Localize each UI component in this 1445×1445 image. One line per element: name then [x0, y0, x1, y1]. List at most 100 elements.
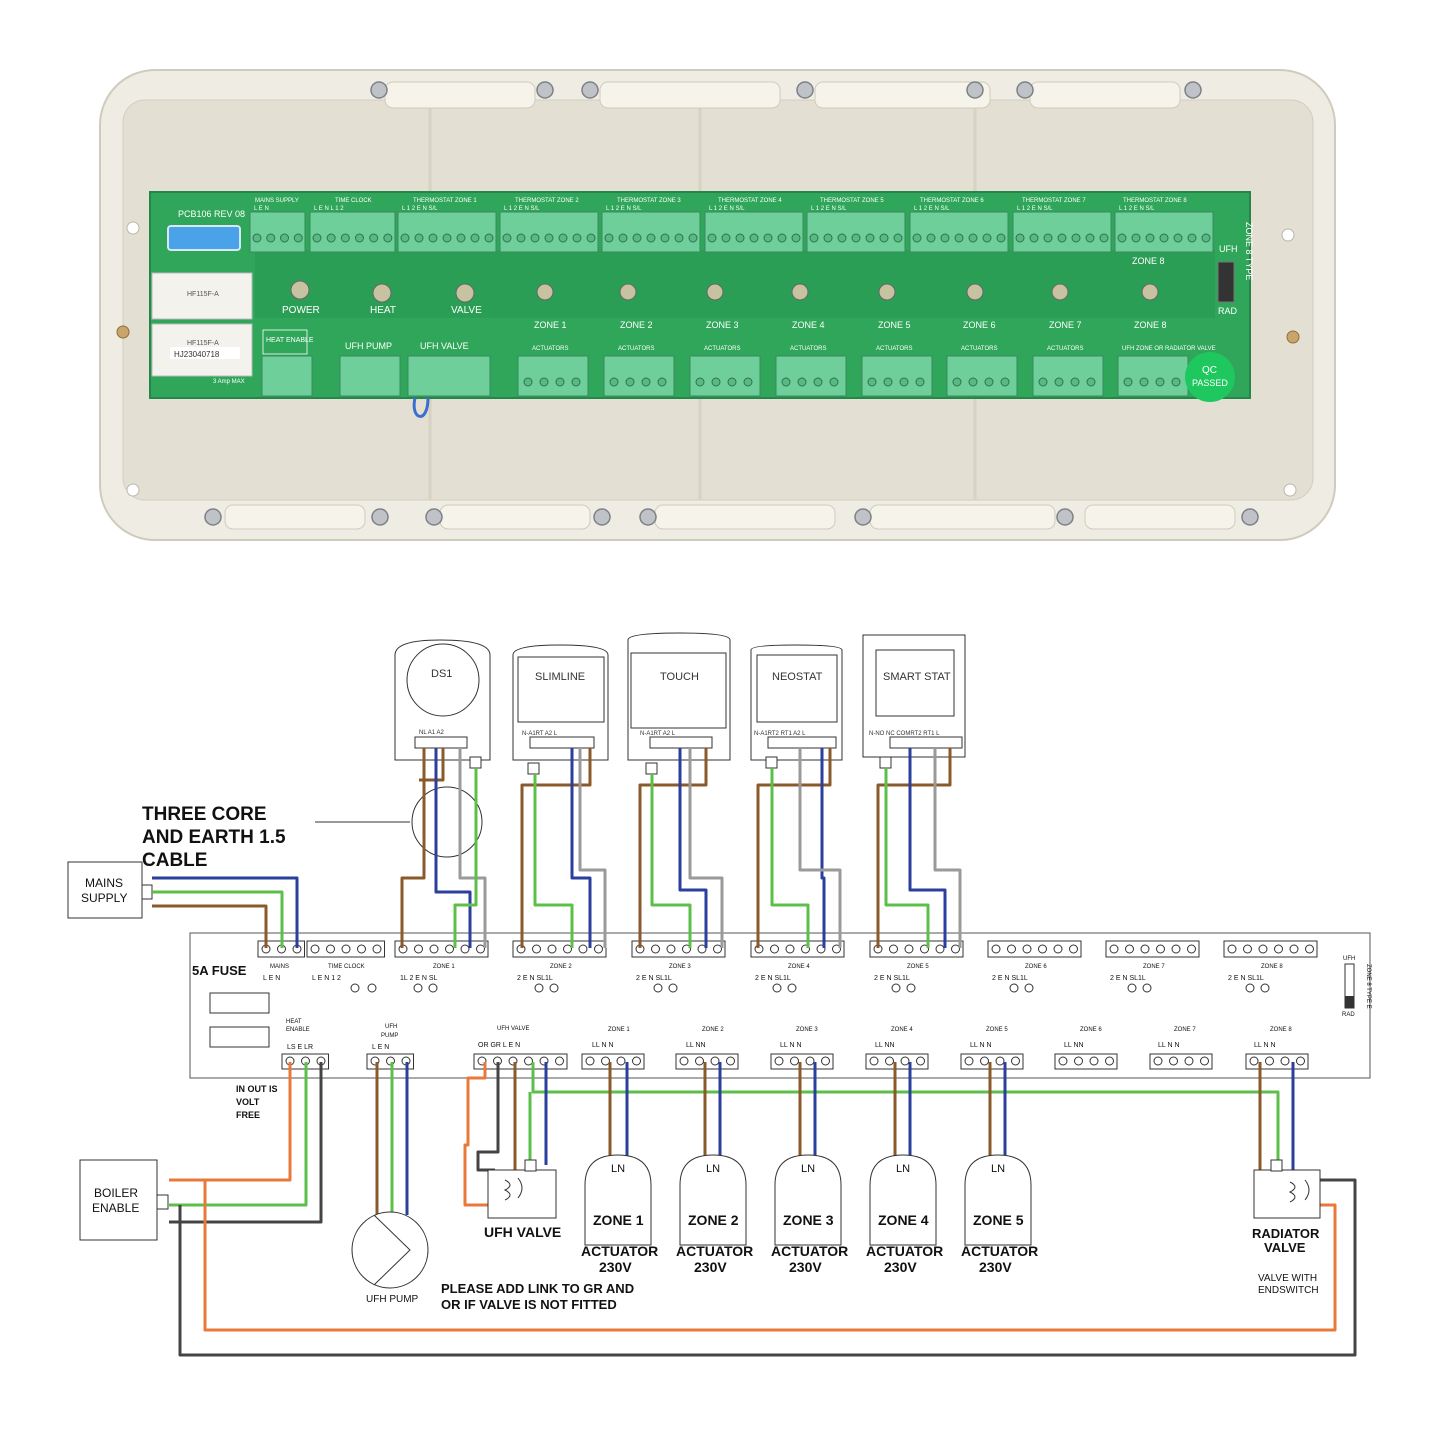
actuator-zone: ZONE 1 — [593, 1212, 644, 1228]
actuator-zone: ZONE 5 — [973, 1212, 1024, 1228]
terminal-screw — [721, 233, 731, 243]
terminal-screw — [781, 377, 791, 387]
top-terminal-pins: L 1 2 E N S/L — [709, 206, 745, 212]
terminal-screw — [530, 233, 540, 243]
act-zone-pins: LL NN — [1064, 1042, 1084, 1049]
actuator-volt: 230V — [789, 1259, 822, 1275]
actuator-zone: ZONE 3 — [783, 1212, 834, 1228]
terminal-screw — [674, 233, 684, 243]
svg-text:ENDSWITCH: ENDSWITCH — [1258, 1285, 1319, 1296]
terminal-screw — [445, 944, 454, 954]
terminal-screw — [1173, 233, 1183, 243]
svg-text:PLEASE ADD LINK TO GR AND: PLEASE ADD LINK TO GR AND — [441, 1281, 634, 1296]
terminal-screw — [926, 233, 936, 243]
svg-text:UFH PUMP: UFH PUMP — [366, 1294, 419, 1305]
clock-icon — [534, 983, 544, 993]
svg-text:UFH VALVE: UFH VALVE — [420, 341, 469, 351]
terminal-screw — [266, 233, 276, 243]
terminal-screw — [1125, 944, 1134, 954]
actuator-label: ACTUATOR — [771, 1243, 848, 1259]
terminal-screw — [940, 233, 950, 243]
terminal-screw — [414, 233, 424, 243]
terminal-screw — [1089, 1056, 1099, 1066]
terminal-screw — [1074, 1056, 1083, 1066]
terminal-screw — [563, 944, 572, 954]
terminal-screw — [428, 233, 438, 243]
act-zone-pins: LL NN — [686, 1042, 706, 1049]
terminal-screw — [1038, 944, 1047, 954]
top-terminal-pins: L E N L 1 2 — [314, 206, 344, 212]
terminal-screw — [688, 233, 698, 243]
terminal-screw — [532, 944, 541, 954]
terminal-screw — [1139, 377, 1149, 387]
top-terminal-pins: L E N — [254, 206, 269, 212]
thermo-zone-pins: 2 E N SL1L — [1228, 975, 1264, 982]
terminal-screw — [964, 1056, 974, 1066]
photo-zone-label: ZONE 1 — [534, 320, 567, 330]
act-zone-pins: LL N N — [970, 1042, 992, 1049]
act-zone-pins: LL N N — [1254, 1042, 1276, 1049]
time-clock-terminals: TIME CLOCK L E N 1 2 — [312, 964, 365, 982]
thermo-zone-pins: 2 E N SL1L — [636, 975, 672, 982]
clock-icon — [428, 983, 438, 993]
terminal-screw — [1131, 233, 1141, 243]
top-terminal-block — [249, 211, 306, 253]
fuse-label: 5A FUSE — [192, 963, 247, 978]
clock-icon — [668, 983, 678, 993]
terminal-screw — [1058, 1056, 1068, 1066]
thermostat-ds1: DS1 NL A1 A2 — [394, 639, 491, 769]
terminal-screw — [340, 233, 350, 243]
top-terminal-pins: L 1 2 E N S/L — [1017, 206, 1053, 212]
svg-text:UFH VALVE: UFH VALVE — [497, 1026, 529, 1032]
relay-1-label: HF115F-A — [187, 291, 219, 298]
svg-text:FREE: FREE — [236, 1110, 260, 1120]
svg-text:MAINS: MAINS — [85, 876, 123, 890]
thermo-zone-pins: 2 E N SL1L — [992, 975, 1028, 982]
photo-zone-label: ZONE 3 — [706, 320, 739, 330]
terminal-screw — [293, 233, 303, 243]
terminal-screw — [899, 377, 909, 387]
actuator-ln: LN — [611, 1163, 625, 1175]
thermo-zone-pins: 2 E N SL1L — [517, 975, 553, 982]
thermo-zone-label: ZONE 4 — [788, 964, 810, 970]
photo-zone-label: ZONE 8 — [1134, 320, 1167, 330]
terminal-screw — [697, 944, 707, 954]
terminal-screw — [954, 233, 964, 243]
terminal-screw — [460, 944, 470, 954]
terminal-screw — [995, 1056, 1005, 1066]
actuator-terminal-block — [861, 355, 933, 397]
terminal-screw — [707, 233, 717, 243]
svg-text:DS1: DS1 — [431, 668, 452, 680]
terminal-screw — [252, 233, 262, 243]
top-terminal-block — [704, 211, 804, 253]
terminal-strip — [1105, 940, 1200, 958]
actuator-ln: LN — [991, 1163, 1005, 1175]
terminal-screw — [785, 944, 795, 954]
photo-actuator-label: ACTUATORS — [618, 346, 654, 352]
photo-zone-label: ZONE 4 — [792, 320, 825, 330]
terminal-screw — [869, 1056, 879, 1066]
switch-ufh-label: UFH — [1219, 244, 1238, 254]
zone-led — [966, 283, 984, 301]
terminal-screw — [727, 377, 737, 387]
thermostat-slimline: SLIMLINE N-A1RT A2 L — [512, 644, 609, 775]
actuator-terminal-block — [1117, 355, 1189, 397]
zone-8-type-switch[interactable] — [1217, 261, 1235, 303]
terminal-strip — [473, 1053, 568, 1070]
terminal-screw — [660, 233, 670, 243]
terminal-screw — [1123, 377, 1133, 387]
photo-actuator-label: ACTUATORS — [961, 346, 997, 352]
photo-zone-label: ZONE 2 — [620, 320, 653, 330]
terminal-screw — [1085, 233, 1095, 243]
terminal-screw — [632, 1056, 641, 1066]
zone-led — [1141, 283, 1159, 301]
terminal-screw — [774, 1056, 784, 1066]
link-note: PLEASE ADD LINK TO GR AND OR IF VALVE IS… — [441, 1281, 634, 1312]
svg-text:SMART STAT: SMART STAT — [883, 671, 951, 683]
terminal-screw — [601, 1056, 610, 1066]
terminal-screw — [1099, 233, 1109, 243]
amp-label: 3 Amp MAX — [213, 379, 245, 385]
fuse-slot-2 — [209, 1026, 270, 1048]
thermostat-neostat: NEOSTAT N-A1RT2 RT1 A2 L — [750, 644, 843, 769]
